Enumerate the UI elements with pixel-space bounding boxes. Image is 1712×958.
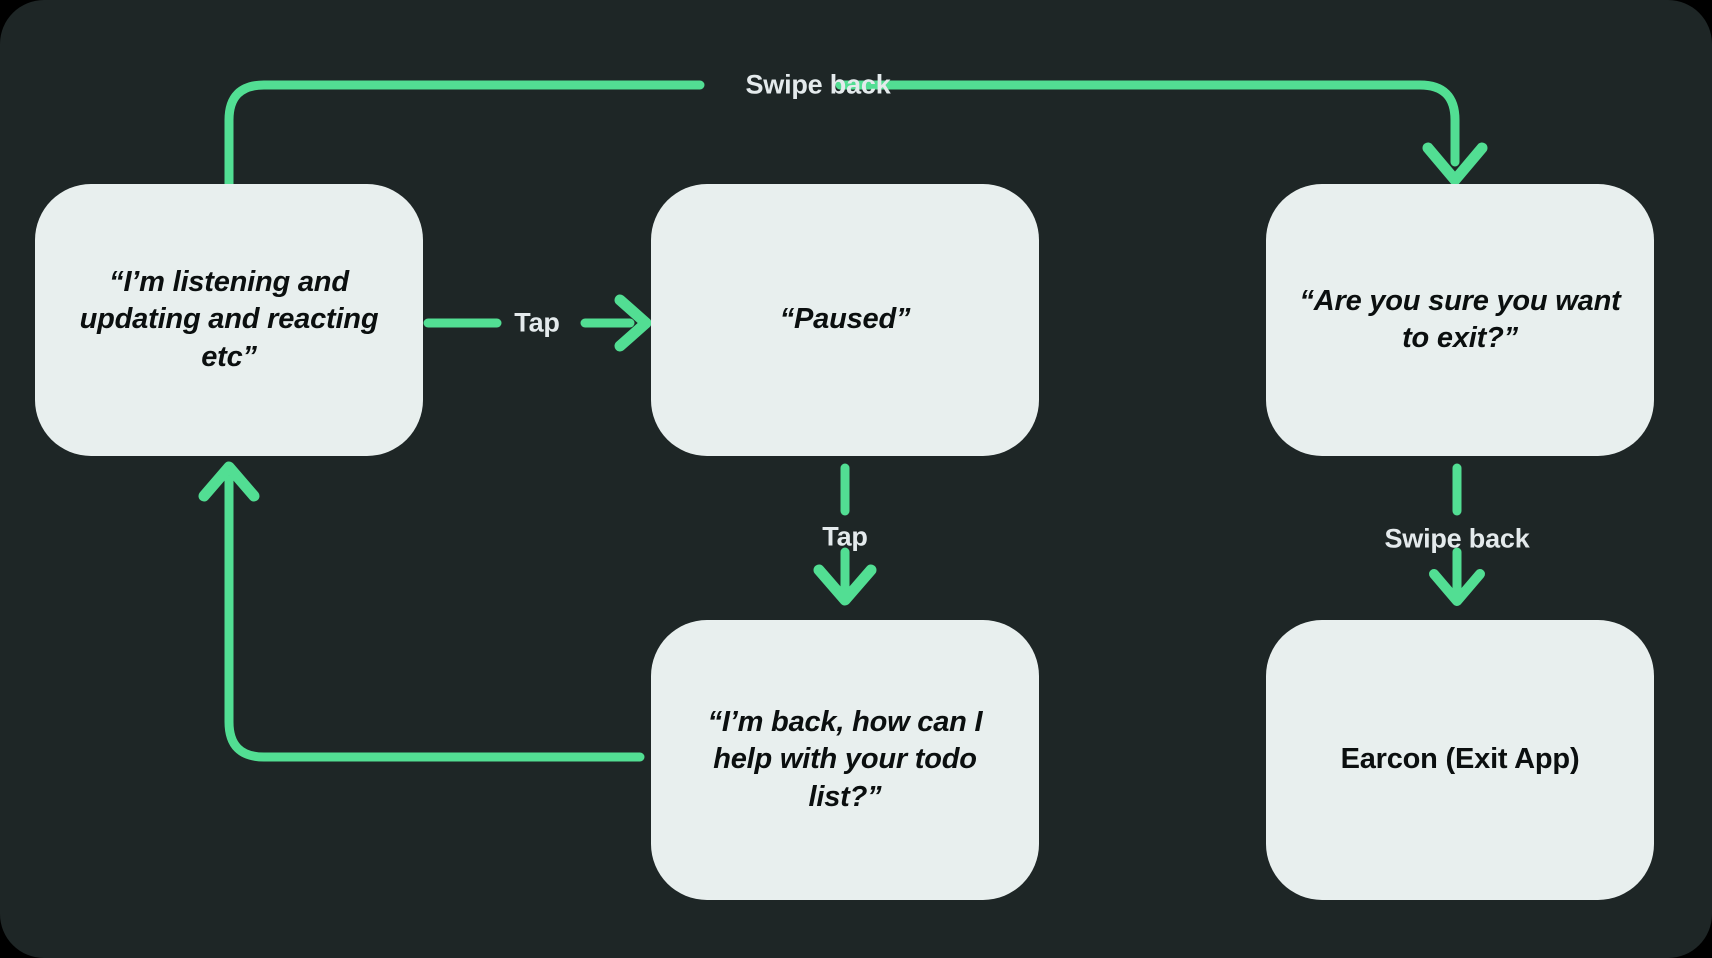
edge-listening-to-paused — [423, 294, 652, 352]
node-are-you-sure[interactable]: “Are you sure you want to exit?” — [1266, 184, 1654, 456]
edge-label-swipe-back-right: Swipe back — [1384, 523, 1530, 554]
edge-label-swipe-back-top: Swipe back — [745, 69, 891, 100]
edge-paused-to-im-back — [813, 463, 877, 606]
node-listening-label: “I’m listening and updating and reacting… — [79, 266, 379, 373]
edge-im-back-to-listening — [198, 461, 645, 762]
node-are-you-sure-label: “Are you sure you want to exit?” — [1299, 284, 1621, 354]
node-im-back[interactable]: “I’m back, how can I help with your todo… — [651, 620, 1039, 900]
edge-listening-to-are-you-sure — [224, 80, 1488, 193]
node-im-back-label: “I’m back, how can I help with your todo… — [707, 706, 983, 813]
node-listening[interactable]: “I’m listening and updating and reacting… — [35, 184, 423, 456]
edge-label-tap-vertical: Tap — [822, 521, 868, 552]
node-paused[interactable]: “Paused” — [651, 184, 1039, 456]
edge-are-you-sure-to-earcon — [1429, 463, 1485, 606]
edge-label-tap-horizontal: Tap — [514, 307, 560, 338]
node-paused-label: “Paused” — [779, 303, 911, 336]
node-earcon-label: Earcon (Exit App) — [1340, 743, 1580, 776]
node-earcon[interactable]: Earcon (Exit App) — [1266, 620, 1654, 900]
